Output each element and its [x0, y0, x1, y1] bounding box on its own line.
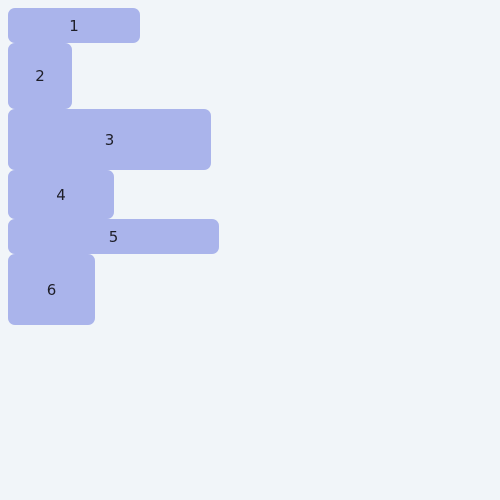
box-4[interactable]: 4 — [8, 170, 114, 219]
box-label: 1 — [69, 16, 79, 35]
box-3[interactable]: 3 — [8, 109, 211, 170]
box-6[interactable]: 6 — [8, 254, 95, 325]
box-label: 6 — [46, 280, 57, 299]
box-label: 2 — [35, 67, 45, 85]
box-2[interactable]: 2 — [8, 43, 72, 109]
box-5[interactable]: 5 — [8, 219, 219, 254]
box-label: 3 — [104, 130, 115, 149]
box-label: 5 — [108, 227, 119, 246]
box-1[interactable]: 1 — [8, 8, 140, 43]
box-label: 4 — [56, 185, 66, 204]
